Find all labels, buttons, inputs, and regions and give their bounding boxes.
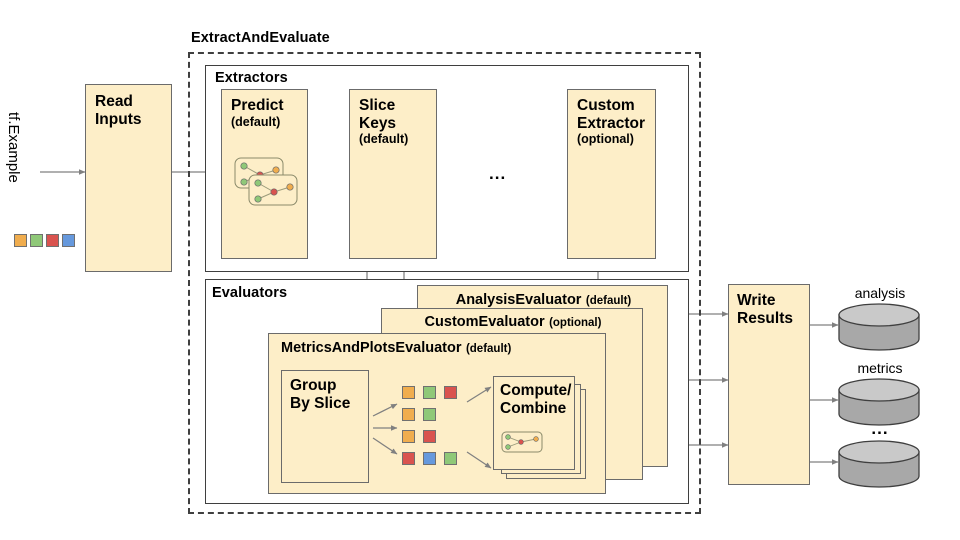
slice-swatch [423,452,436,465]
graph-nodes-icon [234,157,298,206]
group-by-slice-title: Group [290,377,337,394]
write-results-title: Write [737,292,776,309]
database-cylinder-icon[interactable] [838,378,920,426]
slice-swatch [402,386,415,399]
input-swatch [30,234,43,247]
extractor-slice-keys-title: Slice [359,97,396,114]
slice-color-grid [402,386,464,472]
graph-nodes-icon [501,431,543,453]
extractor-custom-sub: (optional) [577,132,634,146]
input-swatches [14,234,75,248]
slice-swatch [402,452,415,465]
extractor-custom-title: Custom [577,97,635,114]
group-by-slice-box[interactable]: Group By Slice [281,370,369,483]
metrics-and-plots-evaluator-card[interactable]: MetricsAndPlotsEvaluator (default) Group… [268,333,606,494]
output-label-metrics: metrics [857,360,903,376]
input-swatch [14,234,27,247]
custom-evaluator-name: CustomEvaluator [424,314,545,330]
slice-swatch [402,430,415,443]
output-label-other: ... [871,419,889,438]
slice-swatch [423,430,436,443]
extractor-predict-sub: (default) [231,114,281,129]
extractors-ellipsis: ... [489,164,507,183]
database-cylinder-icon[interactable] [838,440,920,488]
extract-and-evaluate-label: ExtractAndEvaluate [191,30,330,46]
write-results-box[interactable]: Write Results [728,284,810,485]
metrics-evaluator-sub: (default) [465,343,512,355]
extractor-predict-title: Predict [231,97,284,114]
slice-flow-arrows [372,386,492,469]
extractors-label: Extractors [215,70,288,86]
extractor-slice-keys-box[interactable]: Slice Keys (default) [349,89,437,259]
output-label-analysis: analysis [854,285,906,301]
extractor-predict-box[interactable]: Predict (default) [221,89,308,259]
compute-combine-title: Compute/ [500,382,572,399]
extractor-slice-keys-sub: (default) [359,132,409,146]
analysis-evaluator-name: AnalysisEvaluator [455,292,582,308]
slice-swatch [423,386,436,399]
slice-swatch [444,386,457,399]
evaluators-label: Evaluators [212,285,288,301]
group-by-slice-title2: By Slice [290,394,351,412]
metrics-evaluator-name: MetricsAndPlotsEvaluator [281,340,462,356]
analysis-evaluator-sub: (default) [585,295,632,307]
read-inputs-box[interactable]: Read Inputs [85,84,172,272]
extractor-custom-box[interactable]: Custom Extractor (optional) [567,89,656,259]
read-inputs-title: Read [95,93,133,110]
slice-swatch [423,408,436,421]
extractor-custom-title2: Extractor [577,114,646,132]
extractor-slice-keys-title2: Keys [359,114,397,132]
slice-swatch [402,408,415,421]
write-results-title2: Results [737,309,793,327]
input-swatch [62,234,75,247]
extract-and-evaluate-container [188,52,701,514]
read-inputs-title2: Inputs [95,110,142,128]
input-label-wrap: tf.Example [5,112,93,183]
compute-combine-title2: Combine [500,399,567,417]
input-swatch [46,234,59,247]
compute-combine-box[interactable]: Compute/ Combine [493,376,575,470]
database-cylinder-icon[interactable] [838,303,920,351]
custom-evaluator-sub: (optional) [549,317,602,329]
input-label: tf.Example [5,112,22,183]
slice-swatch [444,452,457,465]
